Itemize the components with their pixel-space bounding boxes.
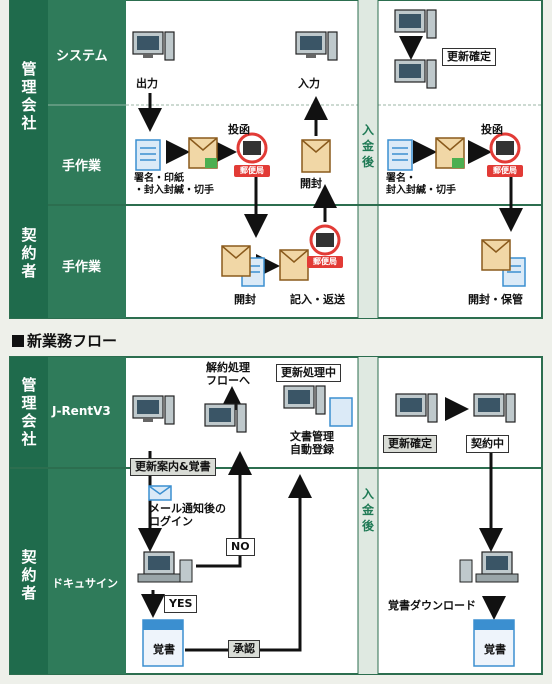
envelope-icon bbox=[279, 249, 309, 281]
renewing-box: 更新処理中 bbox=[276, 364, 341, 382]
open-store-label: 開封・保管 bbox=[468, 293, 523, 306]
toukan-right-label: 投函 bbox=[481, 123, 503, 136]
new-row-label-docusign: ドキュサイン bbox=[52, 577, 118, 590]
fill-return-label: 記入・返送 bbox=[290, 293, 345, 306]
computer-icon bbox=[132, 395, 175, 425]
computer-icon bbox=[394, 59, 437, 89]
old-row-label-contractor-manual: 手作業 bbox=[62, 260, 102, 275]
sign-left-label: 署名・印紙 ・封入封緘・切手 bbox=[134, 173, 214, 196]
envelope-icon bbox=[188, 137, 218, 169]
computer-icon bbox=[394, 9, 437, 39]
old-renewal-box: 更新確定 bbox=[442, 48, 496, 66]
post-office-icon bbox=[309, 224, 341, 256]
input-label: 入力 bbox=[298, 77, 320, 90]
document-icon bbox=[135, 139, 161, 171]
mail-icon bbox=[148, 485, 172, 501]
memo-card bbox=[473, 619, 515, 667]
yes-box: YES bbox=[164, 595, 198, 613]
post-office-label: 郵便局 bbox=[307, 256, 343, 268]
computer-icon bbox=[204, 403, 247, 433]
laptop-icon bbox=[459, 551, 519, 583]
no-box: NO bbox=[226, 538, 255, 556]
post-office-icon bbox=[489, 132, 521, 164]
computer-icon bbox=[395, 393, 438, 423]
approve-box: 承認 bbox=[228, 640, 260, 658]
envelope-icon bbox=[435, 137, 465, 169]
old-after-payment: 入 金 後 bbox=[361, 123, 374, 169]
cancel-flow-label: 解約処理 フローへ bbox=[206, 361, 250, 387]
old-row-mgmt: 管理 会社 bbox=[21, 60, 37, 132]
memo-card bbox=[142, 619, 184, 667]
post-office-label: 郵便局 bbox=[487, 165, 523, 177]
renewal-notice-box: 更新案内&覚書 bbox=[130, 458, 216, 476]
computer-icon bbox=[295, 31, 338, 61]
envelope-icon bbox=[301, 139, 331, 173]
mail-login-label: メール通知後の ログイン bbox=[149, 502, 226, 528]
old-row-label-manual: 手作業 bbox=[62, 159, 102, 174]
new-row-label-system: J-RentV3 bbox=[52, 404, 111, 418]
doc-auto-label: 文書管理 自動登録 bbox=[290, 430, 334, 456]
memo-download-label: 覚書ダウンロード bbox=[388, 599, 476, 612]
laptop-icon bbox=[137, 551, 193, 583]
output-label: 出力 bbox=[136, 77, 158, 90]
memo-right-label: 覚書 bbox=[484, 643, 506, 656]
open-center-label: 開封 bbox=[300, 177, 322, 190]
computer-icon bbox=[132, 31, 175, 61]
in-contract-box: 契約中 bbox=[466, 435, 509, 453]
toukan-left-label: 投函 bbox=[228, 123, 250, 136]
title-square-icon bbox=[12, 335, 24, 347]
envelope-icon bbox=[481, 239, 511, 271]
new-row-mgmt: 管理 会社 bbox=[21, 376, 37, 448]
confirmed-box: 更新確定 bbox=[383, 435, 437, 453]
memo-left-label: 覚書 bbox=[153, 643, 175, 656]
new-flow-title: 新業務フロー bbox=[12, 330, 117, 351]
old-row-label-system: システム bbox=[56, 49, 108, 64]
document-icon bbox=[387, 139, 413, 171]
post-office-label: 郵便局 bbox=[234, 165, 270, 177]
post-office-icon bbox=[236, 132, 268, 164]
open-bottom-label: 開封 bbox=[234, 293, 256, 306]
computer-icon bbox=[283, 385, 353, 427]
old-row-contractor: 契約 者 bbox=[21, 226, 37, 280]
new-row-contractor: 契約 者 bbox=[21, 548, 37, 602]
envelope-icon bbox=[221, 245, 251, 277]
new-after-payment: 入 金 後 bbox=[361, 487, 374, 533]
computer-icon bbox=[473, 393, 516, 423]
sign-right-label: 署名・ 封入封緘・切手 bbox=[386, 173, 456, 196]
